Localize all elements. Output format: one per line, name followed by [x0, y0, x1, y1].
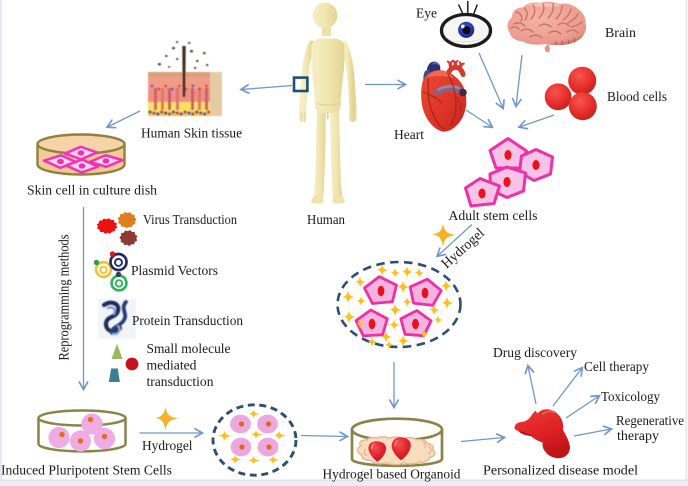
- svg-text:Eye: Eye: [416, 7, 437, 22]
- svg-text:Personalized disease model: Personalized disease model: [483, 464, 638, 479]
- svg-text:Small molecule: Small molecule: [147, 342, 231, 357]
- svg-text:Cell therapy: Cell therapy: [584, 360, 649, 375]
- svg-text:Human Skin tissue: Human Skin tissue: [141, 127, 242, 142]
- svg-text:transduction: transduction: [147, 375, 214, 390]
- svg-text:Human: Human: [307, 213, 345, 228]
- svg-text:Drug discovery: Drug discovery: [493, 346, 577, 361]
- svg-text:Hydrogel: Hydrogel: [142, 439, 193, 454]
- svg-text:Hydrogel based Organoid: Hydrogel based Organoid: [323, 468, 461, 483]
- svg-text:Adult stem cells: Adult stem cells: [449, 209, 538, 224]
- svg-text:Blood cells: Blood cells: [607, 90, 667, 105]
- svg-text:Skin cell in culture dish: Skin cell in culture dish: [27, 184, 157, 199]
- svg-text:Protein Transduction: Protein Transduction: [132, 314, 243, 329]
- svg-text:Virus Transduction: Virus Transduction: [143, 213, 237, 228]
- svg-text:Heart: Heart: [394, 128, 424, 143]
- svg-text:mediated: mediated: [147, 359, 197, 374]
- svg-text:Induced Pluripotent Stem Cells: Induced Pluripotent Stem Cells: [1, 464, 172, 479]
- svg-text:Reprogramming methods: Reprogramming methods: [57, 234, 73, 360]
- svg-text:Regenerative: Regenerative: [616, 414, 684, 429]
- svg-text:Toxicology: Toxicology: [601, 390, 660, 405]
- svg-text:Plasmid Vectors: Plasmid Vectors: [131, 264, 218, 279]
- svg-text:Brain: Brain: [605, 26, 636, 41]
- svg-text:therapy: therapy: [617, 429, 659, 444]
